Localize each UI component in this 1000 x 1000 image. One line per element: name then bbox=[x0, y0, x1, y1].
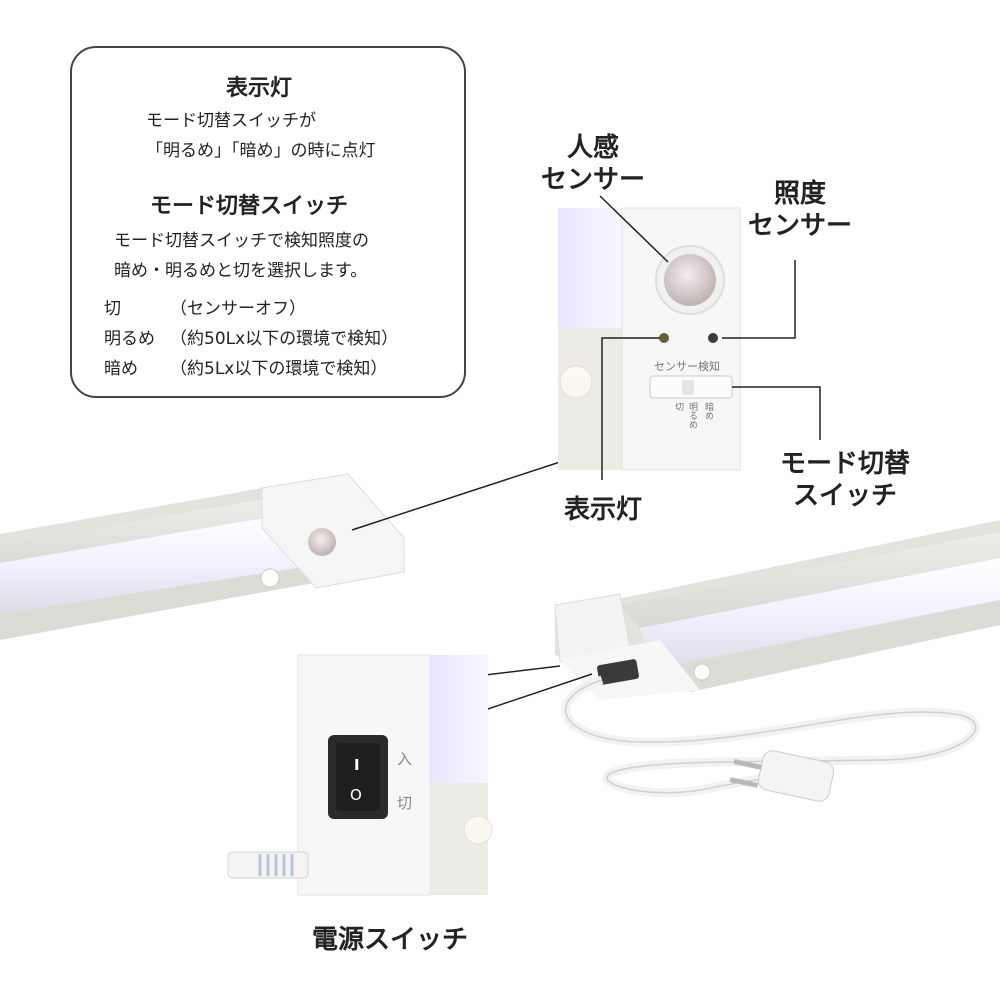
indicator-leader bbox=[601, 337, 660, 480]
indicator-desc-1: モード切替スイッチが bbox=[146, 111, 316, 131]
power-on-label: 入 bbox=[397, 750, 413, 768]
motion-sensor-leader bbox=[599, 195, 669, 263]
power-switch-label: 電源スイッチ bbox=[311, 925, 468, 955]
light-sensor-label: 照度 センサー bbox=[747, 179, 852, 241]
right-power-switch bbox=[597, 659, 639, 685]
mode-name: 切 bbox=[104, 299, 121, 319]
mode-switch-label: モード切替 スイッチ bbox=[779, 449, 910, 511]
left-light-bar bbox=[0, 473, 405, 640]
mode-desc-1: モード切替スイッチで検知照度の bbox=[114, 231, 369, 251]
power-switch-closeup bbox=[227, 654, 493, 896]
indicator-led bbox=[659, 333, 669, 343]
mode-desc: （約50Lx以下の環境で検知） bbox=[170, 329, 399, 349]
sensor-endcap-closeup bbox=[558, 207, 741, 471]
right-light-bar bbox=[554, 520, 1000, 802]
mode-switch-leader bbox=[732, 386, 821, 440]
light-sensor-window bbox=[708, 333, 718, 343]
switch-position-dark: 暗め bbox=[703, 402, 713, 420]
rocker-on-symbol: I bbox=[354, 756, 360, 774]
indicator-desc-2: 「明るめ」「暗め」の時に点灯 bbox=[146, 141, 376, 161]
mode-switch-title: モード切替スイッチ bbox=[150, 194, 349, 219]
mode-row-bright: 明るめ （約50Lx以下の環境で検知） bbox=[104, 324, 398, 349]
mode-desc-2: 暗め・明るめと切を選択します。 bbox=[114, 261, 368, 281]
switch-position-bright: 明るめ bbox=[687, 402, 697, 429]
mode-desc: （約5Lx以下の環境で検知） bbox=[170, 359, 388, 379]
power-off-label: 切 bbox=[397, 794, 413, 812]
switch-position-off: 切 bbox=[673, 402, 683, 411]
mode-row-off: 切 （センサーオフ） bbox=[104, 294, 306, 319]
indicator-label: 表示灯 bbox=[563, 495, 642, 525]
mode-desc: （センサーオフ） bbox=[170, 299, 306, 319]
motion-sensor-label: 人感 センサー bbox=[540, 133, 645, 195]
mode-row-dark: 暗め （約5Lx以下の環境で検知） bbox=[104, 354, 387, 379]
mode-name: 暗め bbox=[104, 359, 138, 379]
power-plug bbox=[729, 750, 835, 802]
light-sensor-leader bbox=[722, 260, 796, 339]
sensor-panel-label: センサー検知 bbox=[654, 360, 720, 373]
info-box: 表示灯 モード切替スイッチが 「明るめ」「暗め」の時に点灯 モード切替スイッチ … bbox=[70, 46, 466, 398]
indicator-title: 表示灯 bbox=[226, 76, 293, 101]
left-motion-sensor-lens bbox=[308, 528, 336, 556]
rocker-off-symbol: O bbox=[350, 786, 362, 804]
mode-name: 明るめ bbox=[104, 329, 155, 349]
motion-sensor-lens bbox=[664, 254, 716, 306]
